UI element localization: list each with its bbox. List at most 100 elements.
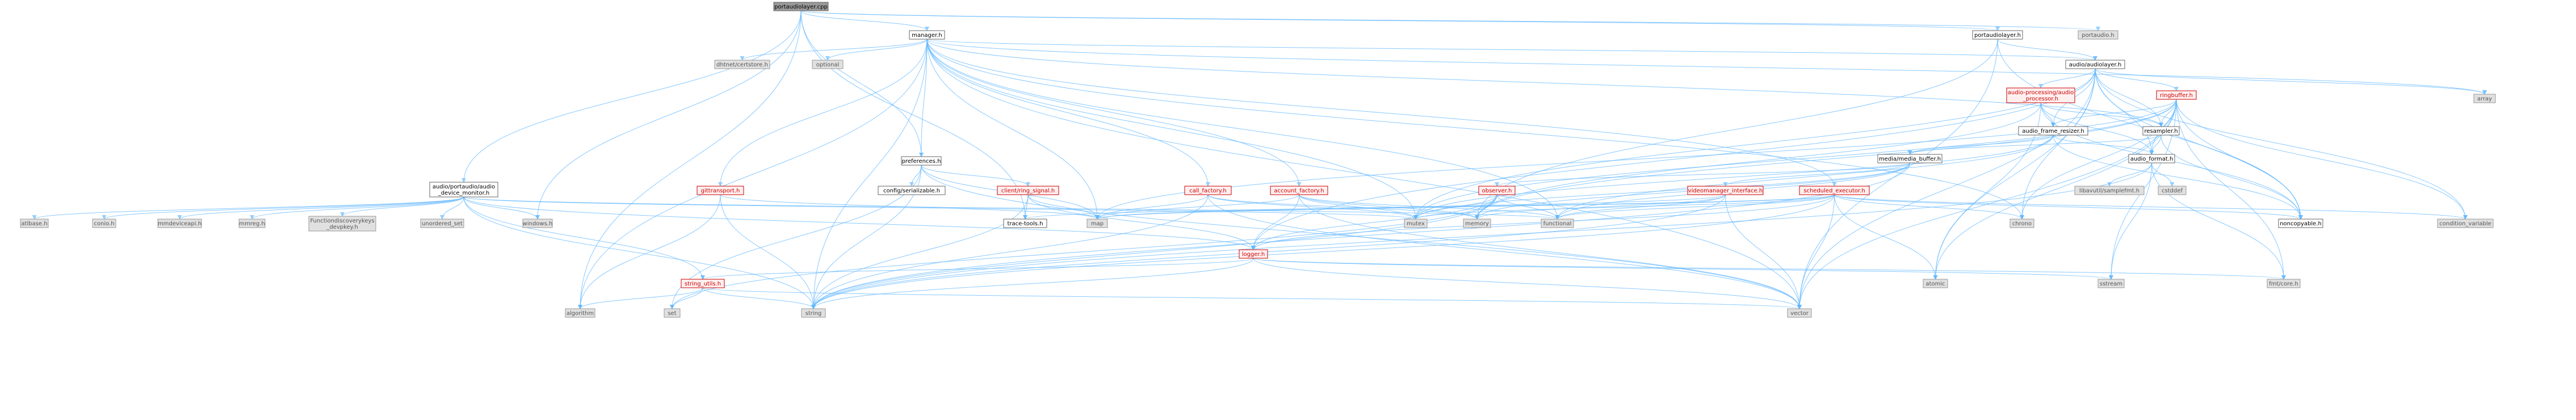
node-label: client/ring_signal.h [1001, 188, 1055, 194]
node-label: libavutil/samplefmt.h [2079, 188, 2139, 194]
edge-root-to-portaudio_h [800, 10, 2100, 31]
node-call-factory[interactable]: call_factory.h [1184, 186, 1232, 195]
edge-observer-to-string [811, 194, 1497, 309]
node-box [812, 60, 844, 69]
edge-layer [32, 10, 2487, 309]
node-audio-format[interactable]: audio_format.h [2128, 154, 2175, 163]
edge-manager-to-mutex [926, 39, 1418, 220]
node-box [878, 186, 946, 195]
node-portaudiolayer-h[interactable]: portaudiolayer.h [1972, 30, 2023, 40]
edge-scheduled_executor-to-vector [1797, 194, 1835, 309]
edge-scheduled_executor-to-chrono [1834, 194, 2024, 220]
node-optional: optional [812, 60, 844, 69]
edge-ringbuffer-to-map [1095, 99, 2177, 220]
edge-audio_processor-to-memory [1475, 102, 2041, 220]
edge-root-to-algorithm [578, 10, 802, 309]
node-box [1239, 249, 1268, 259]
node-observer[interactable]: observer.h [1478, 186, 1516, 195]
node-label: dhtnet/certstore.h [716, 62, 768, 68]
node-libavutil: libavutil/samplefmt.h [2074, 186, 2145, 195]
edge-media_buffer-to-videomanager [1723, 162, 1910, 187]
edge-manager-to-call_factory [926, 39, 1210, 187]
edge-client_ring_signal-to-logger [1027, 194, 1256, 250]
node-audiolayer[interactable]: audio/audiolayer.h [2065, 60, 2125, 69]
node-label: scheduled_executor.h [1803, 188, 1865, 194]
node-audio-frame-resizer[interactable]: audio_frame_resizer.h [2018, 126, 2088, 136]
edge-manager-to-functional [926, 39, 1560, 220]
node-box [2018, 126, 2088, 136]
node-config-serial[interactable]: config/serializable.h [878, 186, 946, 195]
node-box [2006, 87, 2075, 103]
node-box [157, 219, 202, 228]
node-ringbuffer[interactable]: ringbuffer.h [2156, 90, 2197, 100]
edge-ringbuffer-to-condition_variable [2176, 99, 2468, 220]
node-conio: conio.h [92, 219, 116, 228]
node-label: map [1091, 221, 1104, 227]
node-root[interactable]: portaudiolayer.cpp [773, 2, 829, 11]
node-string-utils[interactable]: string_utils.h [681, 279, 725, 288]
node-label: trace-tools.h [1007, 221, 1043, 227]
node-map: map [1086, 219, 1108, 228]
node-box [2473, 94, 2496, 103]
edge-string_utils-to-string [702, 287, 816, 309]
node-box [2437, 219, 2494, 228]
edge-audiolayer-to-resampler [2095, 68, 2163, 127]
node-audio-device-monitor[interactable]: audio/portaudio/audio_device_monitor.h [429, 182, 498, 198]
edge-manager-to-account_factory [926, 39, 1302, 187]
edge-preferences-to-client_ring_signal [921, 165, 1030, 187]
node-label: condition_variable [2439, 221, 2491, 227]
edge-manager-to-chrono [926, 39, 2024, 220]
edge-audio_device_monitor-to-logger [463, 196, 1256, 250]
edge-audiolayer-to-audio_processor [2038, 68, 2096, 89]
node-videomanager[interactable]: videomanager_interface.h [1687, 186, 1764, 195]
edge-manager-to-audiolayer [926, 39, 2097, 61]
edge-resampler-to-audio_format [2149, 135, 2162, 155]
node-box [2267, 279, 2301, 288]
node-box [1799, 186, 1870, 195]
node-noncopyable[interactable]: noncopyable.h [2278, 219, 2323, 228]
node-gittransport[interactable]: gittransport.h [697, 186, 744, 195]
node-label: array [2477, 96, 2492, 102]
edge-audio_processor-to-audio_format [2040, 102, 2154, 155]
edge-root-to-windows [535, 10, 802, 220]
node-logger[interactable]: logger.h [1239, 249, 1268, 259]
node-box [909, 30, 945, 40]
edge-manager-to-resampler [926, 39, 2163, 127]
node-preferences[interactable]: preferences.h [901, 156, 942, 166]
edge-media_buffer-to-mutex [1413, 162, 1910, 220]
edge-audio_frame_resizer-to-media_buffer [1907, 135, 2054, 155]
node-label: portaudiolayer.cpp [774, 4, 828, 10]
edge-manager-to-dhtcert [740, 39, 928, 61]
node-label: audio/audiolayer.h [2069, 62, 2121, 68]
node-box [1404, 219, 1428, 228]
edge-manager-to-string [811, 39, 928, 309]
node-resampler[interactable]: resampler.h [2142, 126, 2180, 136]
edge-portaudiolayer_h-to-vector [1797, 39, 1998, 309]
node-memory: memory [1463, 219, 1491, 228]
node-label: logger.h [1242, 251, 1265, 258]
node-label: call_factory.h [1189, 188, 1227, 194]
edge-call_factory-to-map [1095, 194, 1209, 220]
node-audio-processor[interactable]: audio-processing/audio_processor.h [2006, 87, 2075, 103]
edge-audio_format-to-sstream [2109, 162, 2152, 280]
node-box [714, 60, 770, 69]
node-box [1923, 279, 1948, 288]
node-label: mutex [1407, 221, 1425, 227]
edge-client_ring_signal-to-string [811, 194, 1029, 309]
node-vector: vector [1787, 308, 1812, 318]
edge-call_factory-to-mutex [1207, 194, 1418, 220]
node-media-buffer[interactable]: media/media_buffer.h [1877, 154, 1943, 163]
edge-audio_format-to-libavutil [2107, 162, 2152, 187]
node-manager[interactable]: manager.h [909, 30, 945, 40]
edge-manager-to-scheduled_executor [926, 39, 1837, 187]
node-trace-tools[interactable]: trace-tools.h [1003, 219, 1047, 228]
edge-manager-to-array [926, 39, 2487, 95]
node-client-ring-signal[interactable]: client/ring_signal.h [997, 186, 1059, 195]
node-scheduled-executor[interactable]: scheduled_executor.h [1799, 186, 1870, 195]
node-account-factory[interactable]: account_factory.h [1270, 186, 1328, 195]
node-label: _device_monitor.h [438, 190, 490, 196]
node-box [308, 216, 376, 232]
node-label: preferences.h [902, 158, 941, 165]
node-mutex: mutex [1404, 219, 1428, 228]
node-mmdeviceapi: mmdeviceapi.h [157, 219, 202, 228]
